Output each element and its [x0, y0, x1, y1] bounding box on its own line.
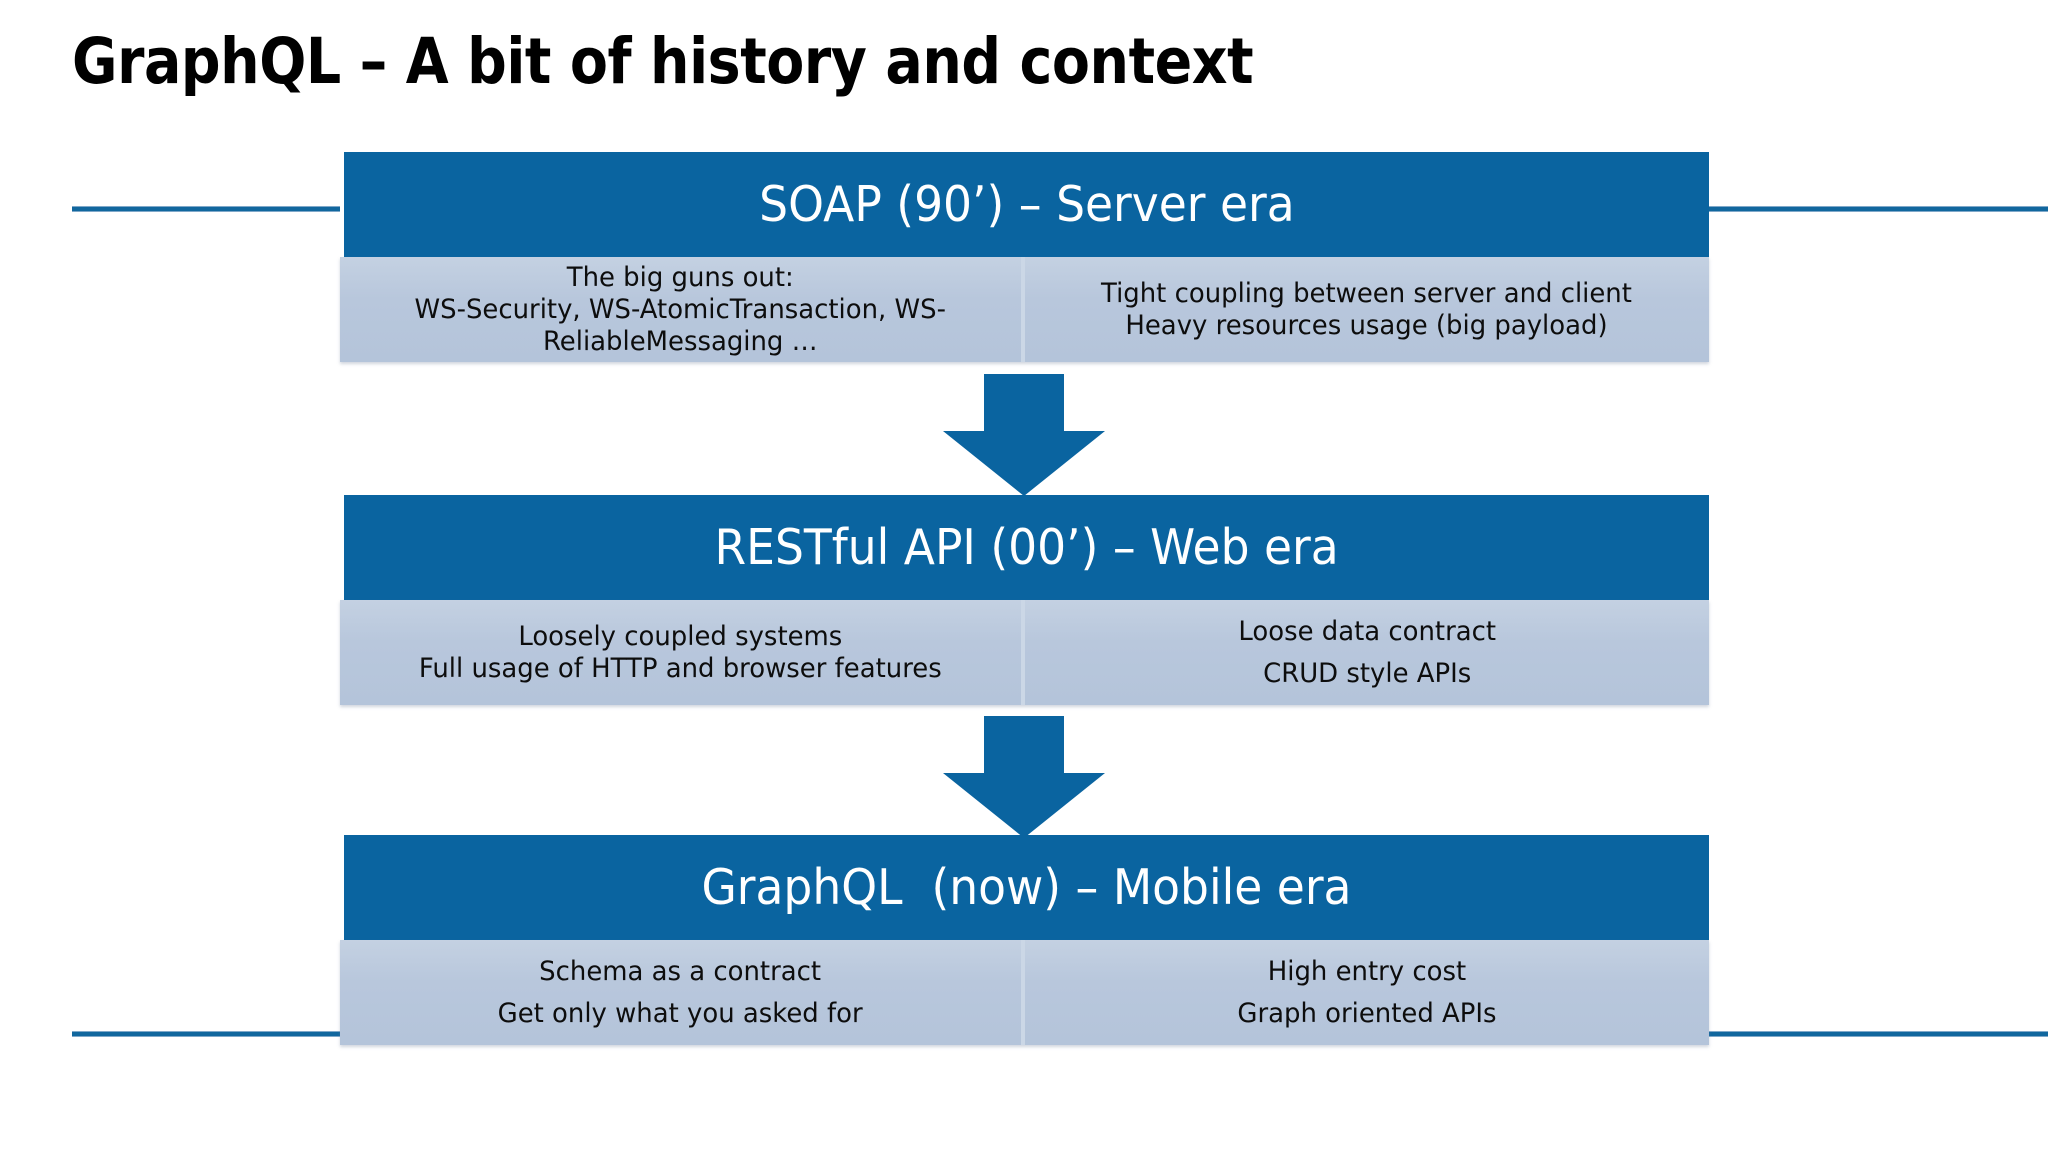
era-header-rest: RESTful API (00’) – Web era	[344, 495, 1709, 600]
era-header-label: GraphQL (now) – Mobile era	[701, 858, 1352, 916]
era-cell-rest-right: Loose data contract CRUD style APIs	[1025, 600, 1710, 705]
era-header-label: RESTful API (00’) – Web era	[714, 518, 1339, 576]
era-cell-text: The big guns out: WS-Security, WS-Atomic…	[414, 261, 946, 357]
era-cell-rest-left: Loosely coupled systems Full usage of HT…	[340, 600, 1025, 705]
era-cell-text: High entry cost Graph oriented APIs	[1237, 955, 1497, 1029]
era-header-graphql: GraphQL (now) – Mobile era	[344, 835, 1709, 940]
era-header-soap: SOAP (90’) – Server era	[344, 152, 1709, 257]
divider-rule-top-right	[1709, 206, 2048, 212]
era-cell-graphql-right: High entry cost Graph oriented APIs	[1025, 940, 1710, 1045]
divider-rule-bottom-left	[72, 1031, 340, 1037]
arrow-down-icon	[943, 374, 1105, 496]
era-details-rest: Loosely coupled systems Full usage of HT…	[340, 600, 1709, 705]
era-details-soap: The big guns out: WS-Security, WS-Atomic…	[340, 257, 1709, 362]
page-title: GraphQL – A bit of history and context	[72, 25, 1254, 98]
era-cell-text: Loosely coupled systems Full usage of HT…	[418, 620, 942, 684]
era-block-soap: SOAP (90’) – Server era The big guns out…	[340, 152, 1709, 362]
era-block-graphql: GraphQL (now) – Mobile era Schema as a c…	[340, 835, 1709, 1045]
era-details-graphql: Schema as a contract Get only what you a…	[340, 940, 1709, 1045]
era-cell-soap-left: The big guns out: WS-Security, WS-Atomic…	[340, 257, 1025, 362]
divider-rule-bottom-right	[1709, 1031, 2048, 1037]
divider-rule-top-left	[72, 206, 340, 212]
era-cell-text: Loose data contract CRUD style APIs	[1237, 615, 1496, 689]
arrow-down-icon	[943, 716, 1105, 838]
era-cell-text: Schema as a contract Get only what you a…	[497, 955, 863, 1029]
era-cell-soap-right: Tight coupling between server and client…	[1025, 257, 1710, 362]
era-cell-text: Tight coupling between server and client…	[1101, 277, 1633, 341]
era-header-label: SOAP (90’) – Server era	[758, 175, 1295, 233]
era-cell-graphql-left: Schema as a contract Get only what you a…	[340, 940, 1025, 1045]
era-block-rest: RESTful API (00’) – Web era Loosely coup…	[340, 495, 1709, 705]
